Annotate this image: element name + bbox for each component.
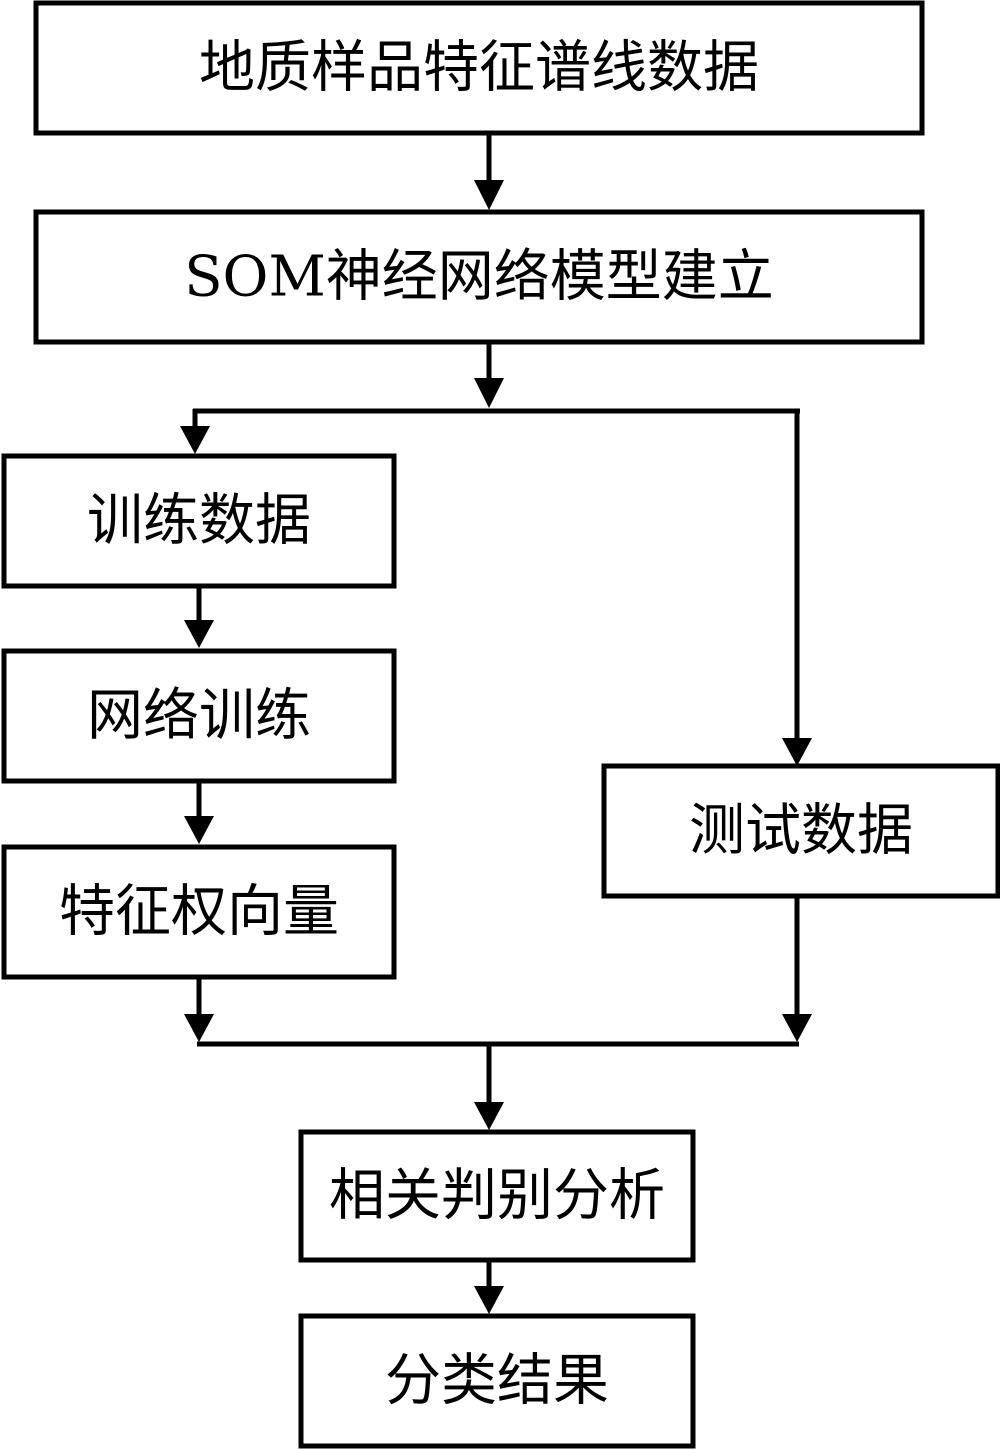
node-feature-weights: 特征权向量 (1, 844, 397, 980)
node-som-model: SOM神经网络模型建立 (33, 209, 925, 345)
node-classification-result-label: 分类结果 (385, 1349, 609, 1414)
arrow-split-to-training (180, 409, 210, 454)
node-test-data-box (601, 763, 1000, 899)
node-network-training-box (1, 648, 397, 784)
node-classification-result: 分类结果 (298, 1313, 696, 1449)
node-training-data-label: 训练数据 (87, 489, 311, 554)
node-feature-weights-label: 特征权向量 (59, 880, 339, 945)
arrow-split-to-test (782, 409, 812, 766)
node-test-data: 测试数据 (601, 763, 1000, 899)
arrow-network-to-weights (184, 783, 214, 844)
node-training-data: 训练数据 (1, 453, 397, 589)
arrow-merge-to-analysis (474, 1042, 504, 1130)
node-correlation-analysis-box (298, 1129, 696, 1263)
node-som-model-label: SOM神经网络模型建立 (184, 245, 774, 310)
arrow-weights-to-merge (184, 979, 214, 1042)
node-spectral-data-box (33, 0, 925, 136)
node-network-training: 网络训练 (1, 648, 397, 784)
node-spectral-data: 地质样品特征谱线数据 (33, 0, 925, 136)
node-test-data-label: 测试数据 (689, 799, 913, 864)
node-training-data-box (1, 453, 397, 589)
arrow-spectral-to-som (474, 135, 504, 210)
node-correlation-analysis: 相关判别分析 (298, 1129, 696, 1263)
node-correlation-analysis-label: 相关判别分析 (329, 1164, 665, 1229)
arrow-training-to-network (184, 588, 214, 648)
node-network-training-label: 网络训练 (87, 684, 311, 749)
node-feature-weights-box (1, 844, 397, 980)
node-classification-result-box (298, 1313, 696, 1449)
arrow-test-to-merge (782, 898, 812, 1042)
node-som-model-box (33, 209, 925, 345)
arrow-som-to-split (474, 344, 504, 408)
arrow-analysis-to-result (474, 1262, 504, 1314)
node-spectral-data-label: 地质样品特征谱线数据 (199, 36, 759, 101)
